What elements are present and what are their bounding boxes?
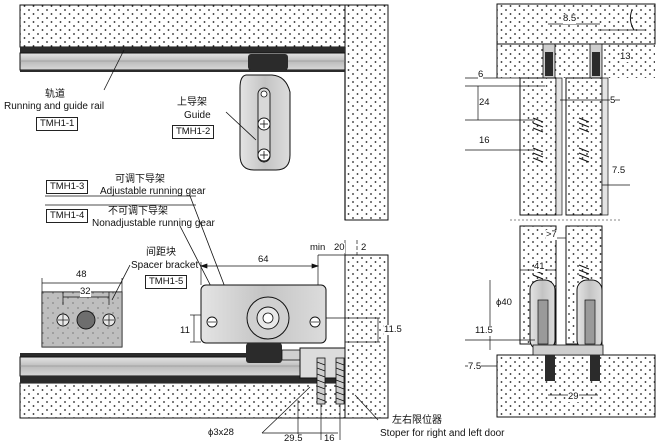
dim-20-label: 20: [334, 242, 345, 253]
guide-label-en: Guide: [184, 110, 211, 121]
right-floor: [496, 344, 656, 418]
r-dim-13-label: 13: [620, 51, 631, 62]
dim-16-label: 16: [324, 433, 335, 444]
r-dim-11-5-label: 11.5: [475, 325, 493, 336]
r-dim-7-5b-label: 7.5: [468, 361, 482, 372]
dim-phi3x28-label: ϕ3x28: [208, 427, 234, 438]
dim-48-label: 48: [76, 269, 87, 280]
dim-2-label: 2: [361, 242, 367, 253]
r-dim-phi40-label: ϕ40: [496, 297, 512, 308]
guide-part: [239, 54, 291, 171]
rail-label-en: Running and guide rail: [4, 101, 105, 112]
spacer-leader: [111, 264, 131, 301]
adjustable-label-cn: 可调下导架: [115, 174, 165, 185]
top-rail: [19, 47, 346, 72]
guide-leader: [225, 111, 257, 141]
rail-leader: [103, 49, 125, 91]
r-dim-16-label: 16: [479, 135, 490, 146]
r-dim-gt7-label: >7: [546, 229, 557, 240]
floor-slab: [19, 254, 389, 419]
r-dim-41-label: 41: [534, 261, 545, 272]
right-doors-lower: [519, 225, 603, 351]
dim-11-label: 11: [180, 325, 190, 336]
r-dim-29-label: 29: [568, 391, 579, 402]
r-dim-8-5-label: 8.5: [563, 13, 577, 24]
right-hangers-top: [542, 43, 603, 79]
spacer-label-cn: 间距块: [146, 247, 176, 258]
ceiling-slab: [19, 4, 389, 221]
r-dim-6-label: 6: [478, 69, 484, 80]
right-doors-upper: [519, 77, 609, 216]
dim-min-label: min: [310, 242, 326, 253]
guide-code: TMH1-2: [172, 125, 215, 139]
stopper-label-cn: 左右限位器: [392, 415, 442, 426]
adjustable-label-en: Adjustable running gear: [100, 186, 206, 197]
rail-label-cn: 轨道: [45, 89, 65, 100]
guide-label-cn: 上导架: [177, 97, 207, 108]
dim-bottom: [261, 386, 379, 440]
dim-64-label: 64: [258, 254, 269, 265]
r-dim-7-5a-label: 7.5: [612, 165, 626, 176]
nonadjustable-label-cn: 不可调下导架: [108, 206, 168, 217]
dim-32-label: 32: [80, 286, 91, 297]
r-dim-24-label: 24: [479, 97, 490, 108]
stopper: [299, 347, 346, 405]
spacer-code: TMH1-5: [145, 275, 188, 289]
stopper-label-en: Stoper for right and left door: [380, 428, 505, 439]
r-dim-5-label: 5: [610, 95, 616, 106]
adjustable-code: TMH1-3: [46, 180, 89, 194]
running-gear: [200, 284, 327, 363]
gear-leader-1: [189, 195, 229, 296]
dim-11: [190, 314, 380, 343]
dim-11-5-label: 11.5: [384, 324, 402, 335]
dim-29-5-label: 29.5: [284, 433, 303, 444]
nonadjustable-label-en: Nonadjustable running gear: [92, 218, 215, 229]
rail-code: TMH1-1: [36, 117, 79, 131]
dim-64: [199, 255, 320, 285]
spacer-label-en: Spacer bracket: [131, 260, 199, 271]
nonadjustable-code: TMH1-4: [46, 209, 89, 223]
spacer-bracket: [41, 291, 123, 348]
